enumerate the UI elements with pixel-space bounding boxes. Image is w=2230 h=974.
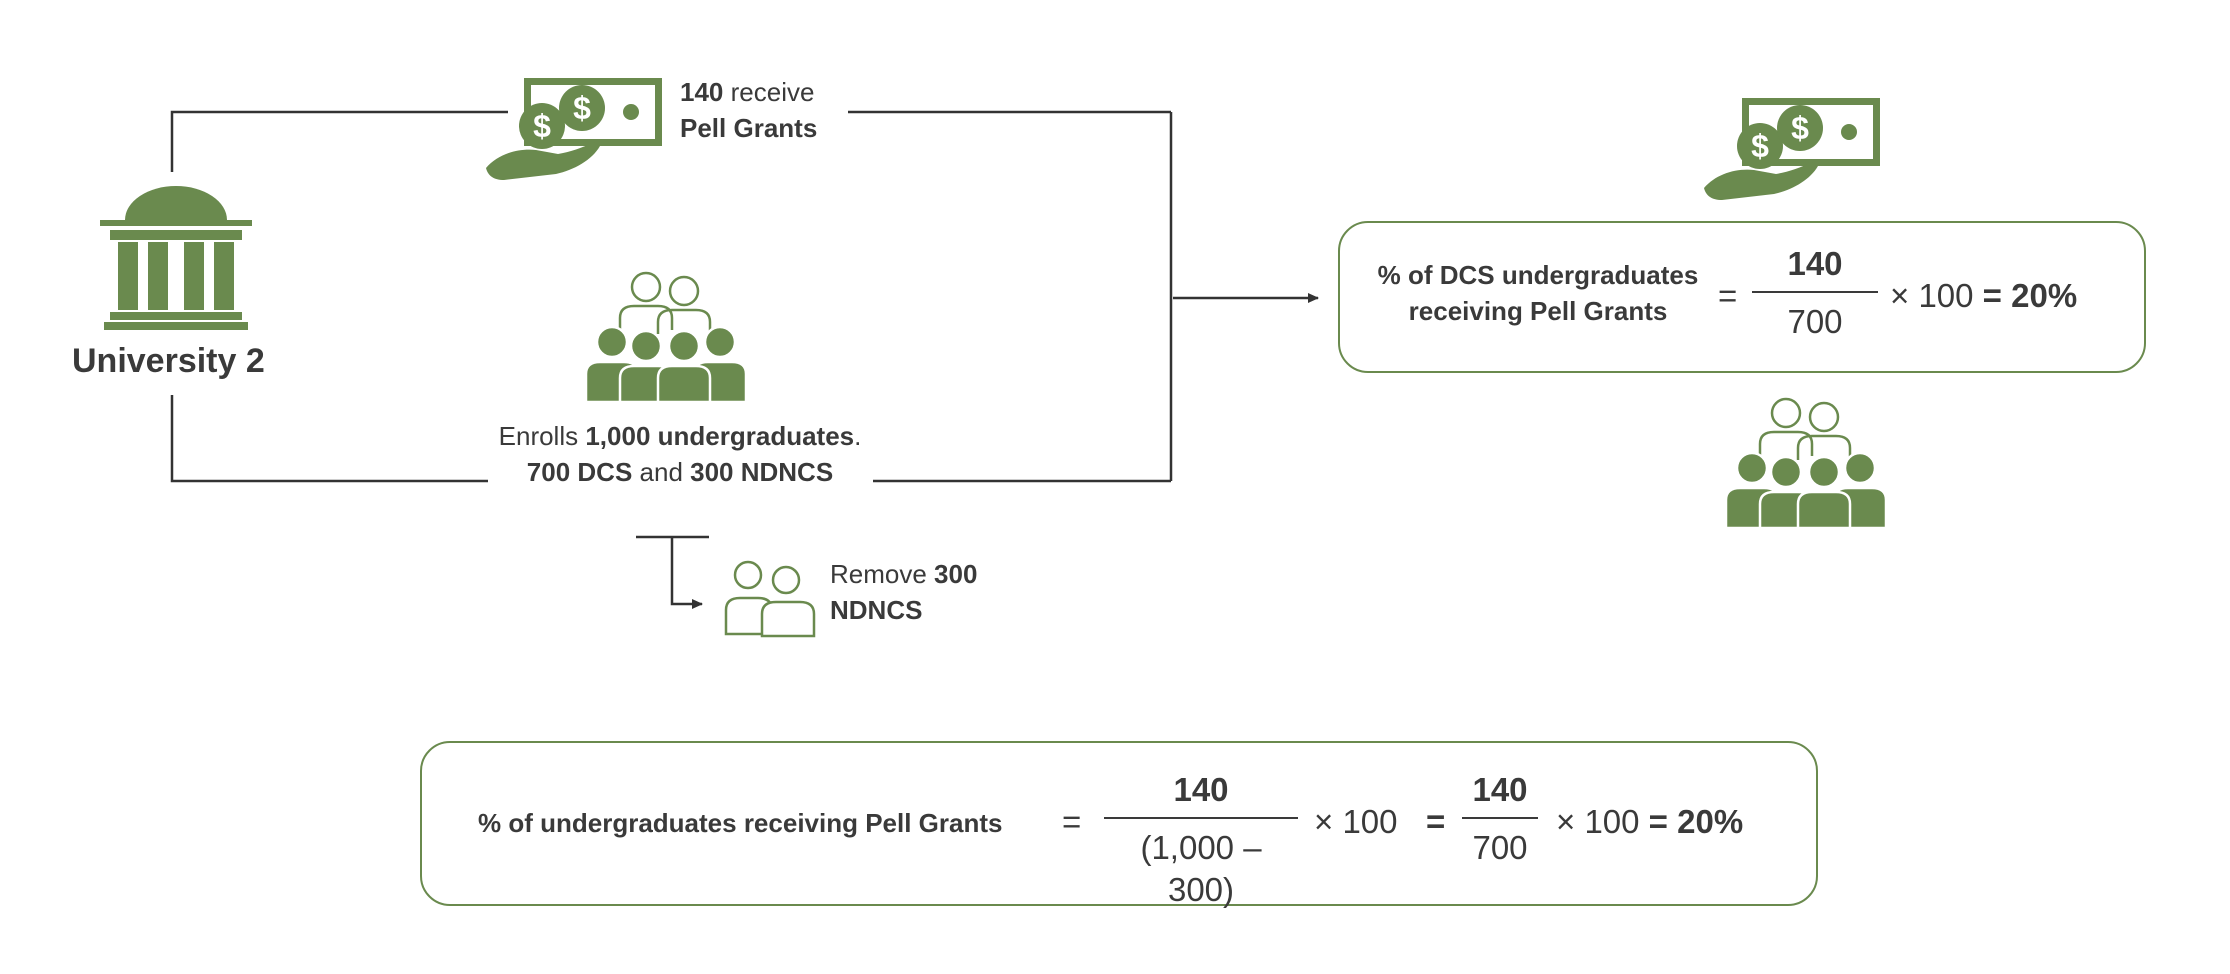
remove-label: Remove 300 NDNCS bbox=[830, 556, 977, 628]
main-numerator-1: 140 bbox=[1173, 771, 1229, 808]
dcs-equals: = bbox=[1718, 277, 1738, 314]
dcs-formula-box: % of DCS undergraduates receiving Pell G… bbox=[1338, 221, 2146, 373]
pell-receive-text: receive bbox=[723, 77, 815, 107]
enrollment-dcs: 700 DCS bbox=[526, 457, 633, 487]
svg-text:$: $ bbox=[573, 90, 591, 126]
svg-text:$: $ bbox=[533, 108, 551, 144]
main-result: 20% bbox=[1677, 803, 1744, 840]
remove-prefix: Remove bbox=[830, 559, 935, 589]
main-fraction-2: 140 700 bbox=[1462, 769, 1538, 869]
main-times-1: × 100 bbox=[1314, 803, 1398, 840]
main-formula-label: % of undergraduates receiving Pell Grant… bbox=[478, 808, 1003, 838]
money-hand-icon: $ $ bbox=[486, 78, 662, 180]
main-fraction-bar-2 bbox=[1462, 817, 1538, 819]
student-group-icon bbox=[586, 271, 746, 402]
dcs-times-result: × 100 = 20% bbox=[1890, 275, 2077, 317]
remove-count: 300 bbox=[934, 559, 978, 589]
dcs-equals2: = bbox=[1982, 277, 2002, 314]
dcs-numerator: 140 bbox=[1787, 245, 1843, 282]
remove-ndncs: NDNCS bbox=[830, 595, 923, 625]
dcs-result: 20% bbox=[2011, 277, 2078, 314]
main-equals-3: = bbox=[1648, 803, 1668, 840]
main-denominator-2: 700 bbox=[1472, 829, 1528, 866]
pell-grants-label: Pell Grants bbox=[680, 113, 818, 143]
student-group-icon-right bbox=[1726, 397, 1886, 528]
dcs-formula-label: % of DCS undergraduates receiving Pell G… bbox=[1358, 257, 1718, 329]
svg-text:$: $ bbox=[1751, 128, 1769, 164]
main-formula-box: % of undergraduates receiving Pell Grant… bbox=[420, 741, 1818, 908]
removed-group-icon bbox=[724, 560, 816, 638]
university-name: University 2 bbox=[72, 342, 265, 380]
enrollment-and: and bbox=[632, 457, 691, 487]
dcs-fraction-bar bbox=[1752, 291, 1878, 293]
dcs-label-line1: % of DCS undergraduates bbox=[1377, 260, 1699, 290]
dcs-fraction: 140 700 bbox=[1752, 243, 1878, 343]
main-equals-2: = bbox=[1426, 803, 1446, 840]
main-equals: = bbox=[1062, 803, 1082, 840]
pell-receive-label: 140 receive Pell Grants bbox=[680, 74, 817, 146]
enrollment-label: Enrolls 1,000 undergraduates. 700 DCS an… bbox=[470, 418, 890, 490]
main-times-result: × 100 = 20% bbox=[1556, 801, 1743, 843]
enrollment-suffix: . bbox=[854, 421, 862, 451]
enrollment-total: 1,000 undergraduates bbox=[585, 421, 855, 451]
main-fraction-1: 140 (1,000 – 300) bbox=[1104, 769, 1298, 911]
money-hand-icon-right: $ $ bbox=[1704, 98, 1880, 200]
dcs-label-line2: receiving Pell Grants bbox=[1408, 296, 1668, 326]
dcs-denominator: 700 bbox=[1787, 303, 1843, 340]
main-numerator-2: 140 bbox=[1472, 771, 1528, 808]
main-times-2: × 100 bbox=[1556, 803, 1640, 840]
pell-receive-count: 140 bbox=[680, 77, 724, 107]
university-building-icon bbox=[100, 186, 252, 330]
enrollment-ndncs: 300 NDNCS bbox=[690, 457, 834, 487]
dcs-times: × 100 bbox=[1890, 277, 1974, 314]
enrollment-prefix: Enrolls bbox=[498, 421, 586, 451]
main-fraction-bar-1 bbox=[1104, 817, 1298, 819]
main-denominator-1: (1,000 – 300) bbox=[1140, 829, 1262, 908]
svg-text:$: $ bbox=[1791, 110, 1809, 146]
